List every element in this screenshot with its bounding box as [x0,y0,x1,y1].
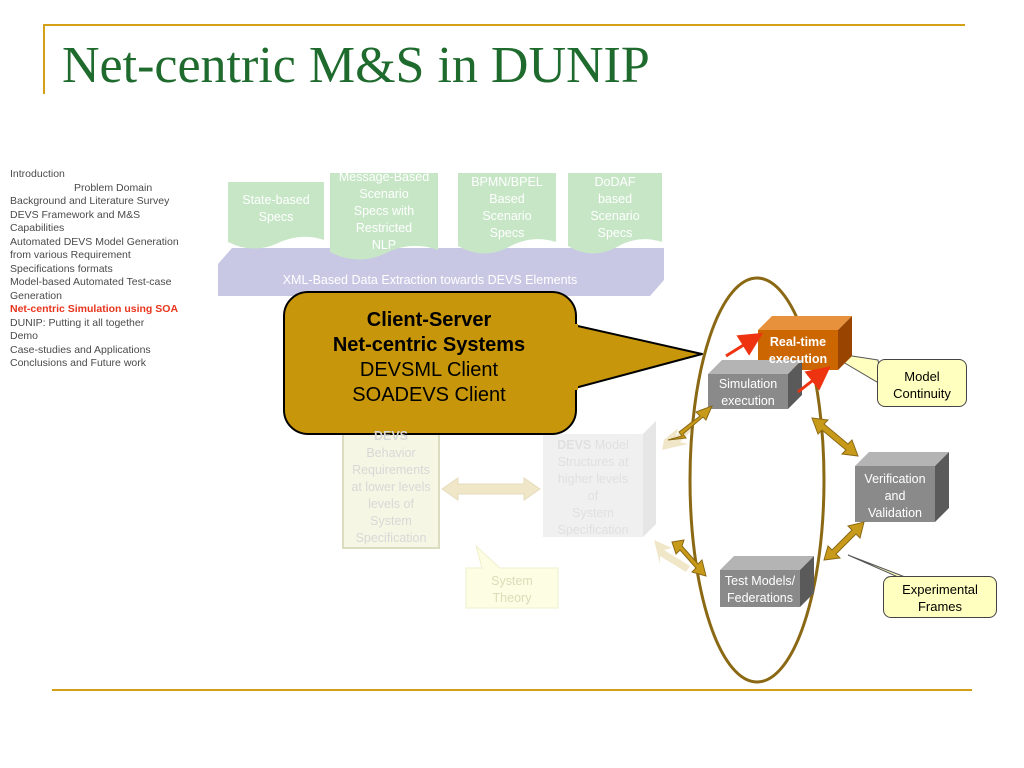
outline-item: Conclusions and Future work [10,357,146,369]
outline-item: Model-based Automated Test-case [10,276,172,288]
outline-item: DEVS Framework and M&S [10,208,141,221]
verification-validation-label: Verification and Validation [864,472,926,520]
simulation-cube-shape [708,360,802,409]
slide-title: Net-centric M&S in DUNIP [62,37,650,94]
xml-band-shape [218,248,664,296]
red-arrow-2 [797,366,831,394]
doc-message-based-shape [330,173,438,260]
doc-message-based: Message-Based Scenario Specs with Restri… [338,170,430,252]
outline-item: Demo [10,330,39,342]
outline-item: Capabilities [10,222,65,234]
doc-state-based: State-based Specs [242,193,310,224]
experimental-frames-box: Experimental Frames [883,576,997,618]
outline-item: DUNIP: Putting it all together [10,316,145,329]
realtime-execution-label: Real-time execution [768,335,828,366]
faded-arrow-lower [654,540,690,572]
outline-item: Problem Domain [74,181,153,194]
doc-bpmn: BPMN/BPEL Based Scenario Specs [471,175,543,240]
callout-pointer [559,321,703,393]
faded-double-arrow [441,477,541,501]
bottom-rule [52,689,972,691]
test-models-label: Test Models/ Federations [724,574,796,605]
top-rule [43,24,965,26]
behavior-box-shape [342,419,440,549]
red-arrow-1 [725,332,764,358]
methodology-ellipse [688,276,826,684]
gold-arrow-lower-right [823,521,865,561]
gold-arrow-upper-right [811,417,859,457]
model-box: DEVS Model Structures at higher levels o… [557,438,629,537]
doc-bpmn-shape [458,173,556,254]
doc-dodaf-shape [568,173,662,254]
model-box-shape [543,421,656,537]
outline-item: Generation [10,289,62,302]
doc-state-based-shape [228,182,324,249]
simulation-execution-label: Simulation execution [718,377,778,408]
outline-item: Introduction [10,168,65,180]
behavior-box: DEVS Behavior Requirements at lower leve… [351,429,431,545]
test-models-cube-shape [720,556,814,607]
doc-dodaf: DoDAF based Scenario Specs [590,175,640,240]
outline-item: Automated DEVS Model Generation [10,235,179,248]
outline-list: Introduction Problem Domain Background a… [10,168,210,371]
model-continuity-box: Model Continuity [877,359,967,407]
left-rule [43,24,45,94]
gold-arrow-upper-left [667,405,713,441]
gold-arrow-lower-left [671,539,707,577]
callout: Client-Server Net-centric Systems DEVSML… [332,309,526,406]
outline-item: Specifications formats [10,262,113,275]
outline-item: Case-studies and Applications [10,343,151,356]
xml-band-label: XML-Based Data Extraction towards DEVS E… [282,273,578,287]
outline-item: from various Requirement [10,249,131,261]
outline-item-current: Net-centric Simulation using SOA [10,303,179,315]
outline-item: Background and Literature Survey [10,195,170,207]
verification-cube-shape [855,452,949,522]
system-theory-shape [465,544,559,609]
system-theory: System Theory [491,574,533,605]
